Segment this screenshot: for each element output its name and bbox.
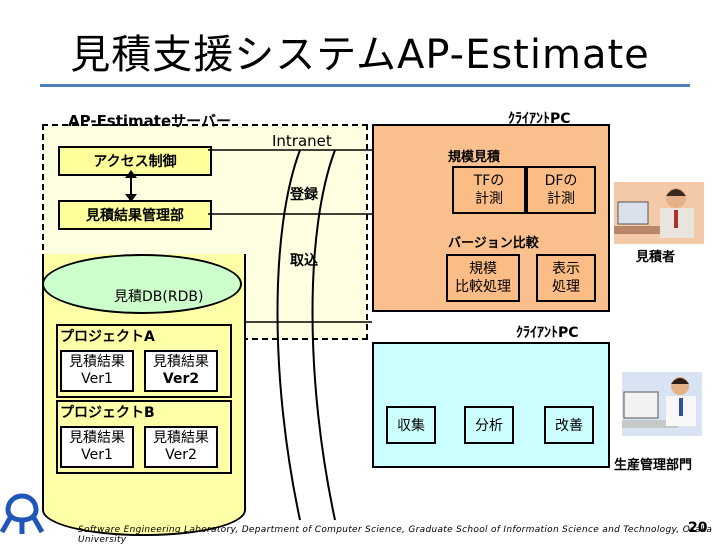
production-role-label: 生産管理部門 (614, 458, 693, 473)
analyze-label: 分析 (475, 418, 503, 434)
scale-cmp-line1: 規模 (469, 260, 497, 277)
result-title: 見積結果 (153, 429, 209, 446)
project-b-label: プロジェクトB (60, 405, 155, 421)
tf-measure-box: TFの 計測 (452, 166, 526, 214)
result-management-box: 見積結果管理部 (58, 200, 212, 230)
scale-compare-box: 規模 比較処理 (446, 254, 520, 302)
result-title: 見積結果 (153, 353, 209, 370)
estimator-person-icon (614, 182, 704, 244)
footer-text: Software Engineering Laboratory, Departm… (78, 525, 713, 545)
collect-label: 収集 (397, 418, 425, 434)
result-version: Ver1 (81, 447, 113, 463)
version-compare-label: バージョン比較 (448, 236, 539, 251)
project-a-result-1: 見積結果 Ver1 (60, 350, 134, 392)
display-line2: 処理 (552, 279, 580, 295)
client-pc-bottom-label: ｸﾗｲｱﾝﾄPC (516, 325, 579, 341)
result-version: Ver1 (81, 371, 113, 387)
result-title: 見積結果 (69, 353, 125, 370)
production-person-icon (622, 372, 702, 436)
intranet-pipe-right (311, 149, 336, 521)
df-line2: 計測 (547, 191, 575, 207)
project-a-frame (56, 324, 232, 398)
import-label: 取込 (290, 253, 318, 269)
access-control-box: アクセス制御 (58, 146, 212, 176)
collect-box: 収集 (386, 406, 436, 444)
client-pc-top-label: ｸﾗｲｱﾝﾄPC (508, 111, 571, 127)
register-label: 登録 (290, 187, 318, 203)
result-title: 見積結果 (69, 429, 125, 446)
title-rule (40, 84, 690, 87)
tf-line1: TFの (473, 172, 505, 189)
database-top (42, 254, 242, 314)
project-b-result-2: 見積結果 Ver2 (144, 426, 218, 468)
improve-label: 改善 (555, 418, 583, 434)
database-label: 見積DB(RDB) (114, 289, 204, 305)
client-pc-production (372, 342, 610, 468)
scale-estimate-label: 規模見積 (448, 150, 501, 165)
display-process-box: 表示 処理 (536, 254, 596, 302)
server-label: AP-Estimateサーバー (68, 112, 231, 130)
intranet-pipe (276, 149, 301, 521)
slide-title: 見積支援システムAP-Estimate (70, 32, 650, 78)
result-version: Ver2 (162, 371, 200, 387)
display-line1: 表示 (552, 260, 580, 277)
scale-cmp-line2: 比較処理 (455, 279, 511, 295)
project-a-label: プロジェクトA (60, 329, 155, 345)
df-measure-box: DFの 計測 (526, 166, 596, 214)
project-a-result-2: 見積結果 Ver2 (144, 350, 218, 392)
access-mgmt-connector (130, 174, 132, 198)
project-b-result-1: 見積結果 Ver1 (60, 426, 134, 468)
df-line1: DFの (544, 172, 578, 189)
improve-box: 改善 (544, 406, 594, 444)
access-mgmt-arrows (125, 170, 137, 202)
university-logo-icon (0, 493, 44, 534)
intranet-label: Intranet (272, 132, 332, 150)
estimator-role-label: 見積者 (636, 250, 676, 265)
access-control-label: アクセス制御 (93, 154, 177, 170)
project-b-frame (56, 400, 232, 474)
result-management-label: 見積結果管理部 (86, 208, 184, 224)
analyze-box: 分析 (464, 406, 514, 444)
page-number: 20 (688, 520, 708, 536)
result-version: Ver2 (165, 447, 197, 463)
tf-line2: 計測 (475, 191, 503, 207)
